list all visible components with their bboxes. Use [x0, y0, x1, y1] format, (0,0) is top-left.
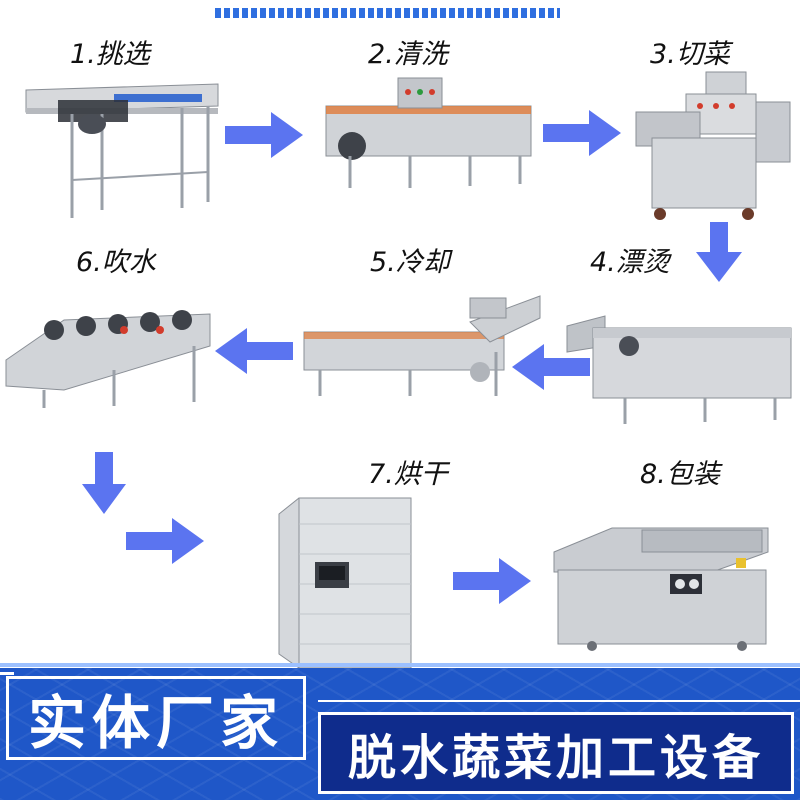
step-label-3: 3.切菜 [650, 39, 730, 70]
product-title: 脱水蔬菜加工设备 [318, 712, 794, 794]
step-label-1: 1.挑选 [70, 39, 150, 70]
right-arrow-icon [543, 108, 623, 158]
drying-oven-machine [275, 494, 415, 674]
step-label-5: 5.冷却 [370, 247, 450, 278]
banner-deco-line [318, 700, 800, 702]
cooling-machine [300, 292, 545, 402]
vacuum-packaging-machine [552, 522, 772, 652]
washing-machine [320, 76, 535, 191]
right-arrow-icon [453, 556, 533, 606]
right-arrow-icon [126, 516, 206, 566]
left-arrow-icon [512, 342, 592, 392]
down-arrow-icon [694, 222, 744, 284]
air-blowing-machine [4, 300, 214, 410]
step-label-4: 4.漂烫 [590, 247, 670, 278]
step-label-6: 6.吹水 [76, 247, 156, 278]
banner-deco-line [0, 672, 14, 675]
step-label-8: 8.包装 [640, 459, 720, 490]
vegetable-cutter-machine [630, 68, 795, 223]
banner-divider [0, 663, 800, 667]
blanching-machine [565, 306, 795, 426]
sorting-table-machine [22, 80, 222, 220]
left-arrow-icon [215, 326, 295, 376]
right-arrow-icon [225, 110, 305, 160]
step-label-7: 7.烘干 [368, 459, 448, 490]
step-label-2: 2.清洗 [368, 39, 448, 70]
down-arrow-icon [80, 452, 128, 516]
factory-badge: 实体厂家 [6, 676, 306, 760]
top-decorative-stripe [215, 8, 560, 18]
